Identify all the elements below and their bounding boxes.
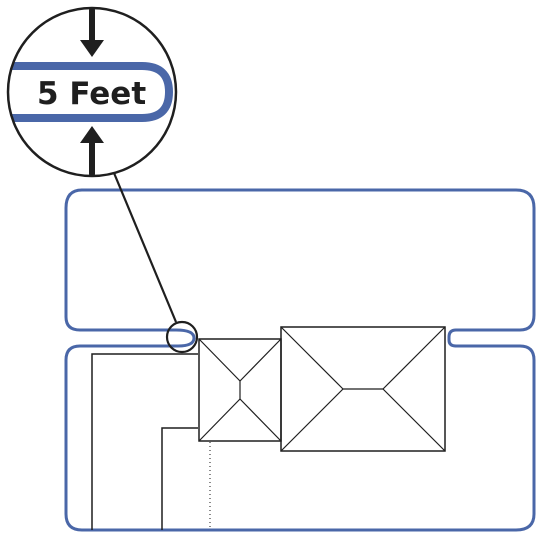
- upper-lot-left-notch: [64, 188, 196, 340]
- lower-lot-outline: [64, 336, 536, 532]
- setback-distance-label: 5 Feet: [37, 76, 146, 112]
- magnified-setback-band: [8, 62, 173, 122]
- small-roof-structure: [198, 338, 282, 442]
- callout-target-circle: [165, 320, 199, 354]
- inner-walkway-line: [161, 427, 198, 530]
- upper-lot-outline: [80, 188, 536, 348]
- arrow-up-icon: [80, 126, 104, 177]
- arrow-down-icon: [80, 7, 104, 57]
- callout-leader-line: [112, 172, 178, 323]
- magnifier-callout: 5 Feet: [6, 6, 178, 178]
- main-roof-structure: [280, 326, 446, 452]
- left-walkway-line: [91, 353, 198, 530]
